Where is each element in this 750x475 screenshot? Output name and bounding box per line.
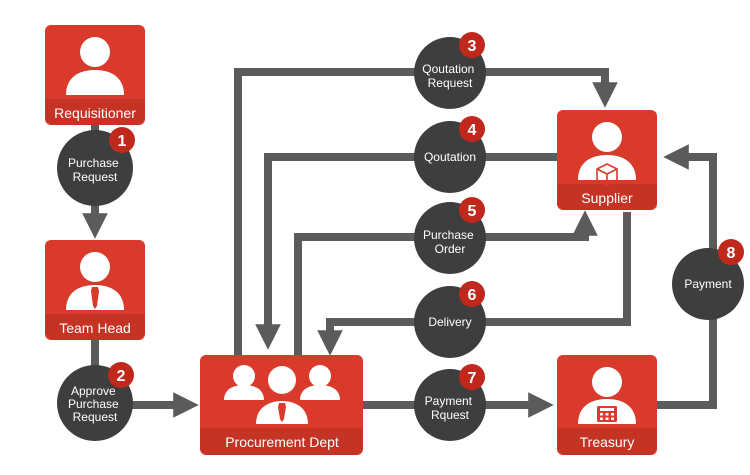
svg-text:Approve Purchase R: Approve Purchase Request: [68, 384, 122, 424]
person-with-box-icon: [578, 122, 636, 186]
step-5-purchase-order: Purchase Order 5: [414, 197, 486, 274]
actor-label-procurement-dept: Procurement Dept: [225, 434, 339, 450]
step-number: 5: [468, 203, 477, 220]
step-label-line: Approve: [71, 384, 116, 398]
step-badge: [459, 197, 485, 223]
step-4-quotation: Qoutation 4: [414, 116, 486, 193]
step-6-delivery: Delivery 6: [414, 281, 486, 358]
svg-text:Payment Rquest: Payment Rquest: [425, 394, 476, 422]
group-icon: [224, 365, 340, 424]
actor-label-supplier: Supplier: [581, 190, 633, 206]
step-1-purchase-request: Purchase Request 1: [57, 127, 135, 206]
step-8-payment: Payment 8: [672, 239, 744, 320]
step-2-approve-purchase-request: Approve Purchase Request 2: [57, 362, 134, 441]
step-label-line: Rquest: [431, 408, 470, 422]
svg-text:Qoutation Request: Qoutation Request: [422, 62, 477, 90]
step-3-quotation-request: Qoutation Request 3: [414, 32, 486, 109]
person-with-calculator-icon: [578, 367, 636, 424]
actor-requisitioner: Requisitioner: [45, 25, 145, 125]
step-label-line: Payment: [425, 394, 473, 408]
actor-team-head: Team Head: [45, 240, 145, 340]
step-label-line: Request: [73, 410, 118, 424]
step-label-line: Purchase: [68, 156, 119, 170]
actor-label-treasury: Treasury: [580, 434, 635, 450]
person-icon: [66, 37, 124, 95]
step-7-payment-request: Payment Rquest 7: [414, 364, 486, 441]
step-badge: [459, 364, 485, 390]
actor-procurement-dept: Procurement Dept: [200, 355, 363, 455]
step-label-line: Qoutation: [422, 62, 474, 76]
svg-text:Delivery: Delivery: [428, 315, 471, 329]
step-badge: [459, 116, 485, 142]
step-number: 8: [727, 245, 736, 262]
actor-label-team-head: Team Head: [59, 320, 131, 336]
step-number: 6: [468, 287, 477, 304]
step-badge: [459, 281, 485, 307]
person-with-tie-icon: [66, 252, 124, 310]
step-label-line: Qoutation: [424, 150, 476, 164]
actor-supplier: Supplier: [557, 110, 657, 210]
step-number: 4: [468, 122, 477, 139]
step-number: 7: [468, 370, 477, 387]
svg-text:Purchase Request: Purchase Request: [68, 156, 122, 184]
actor-label-requisitioner: Requisitioner: [54, 105, 136, 121]
step-badge: [718, 239, 744, 265]
step-number: 3: [468, 38, 477, 55]
step-label-line: Request: [73, 170, 118, 184]
connector-quotation: [255, 153, 557, 350]
step-label-line: Request: [428, 76, 473, 90]
step-badge: [108, 362, 134, 388]
svg-text:Qoutation: Qoutation: [424, 150, 476, 164]
actor-treasury: Treasury: [557, 355, 657, 455]
step-badge: [109, 127, 135, 153]
step-label-line: Order: [435, 242, 466, 256]
step-number: 2: [117, 368, 126, 385]
svg-text:Purchase Order: Purchase Order: [423, 228, 477, 256]
step-number: 1: [118, 133, 127, 150]
step-label-line: Payment: [684, 277, 732, 291]
step-label-line: Purchase: [423, 228, 474, 242]
svg-text:Payment: Payment: [684, 277, 732, 291]
step-badge: [459, 32, 485, 58]
step-label-line: Delivery: [428, 315, 471, 329]
step-label-line: Purchase: [68, 397, 119, 411]
